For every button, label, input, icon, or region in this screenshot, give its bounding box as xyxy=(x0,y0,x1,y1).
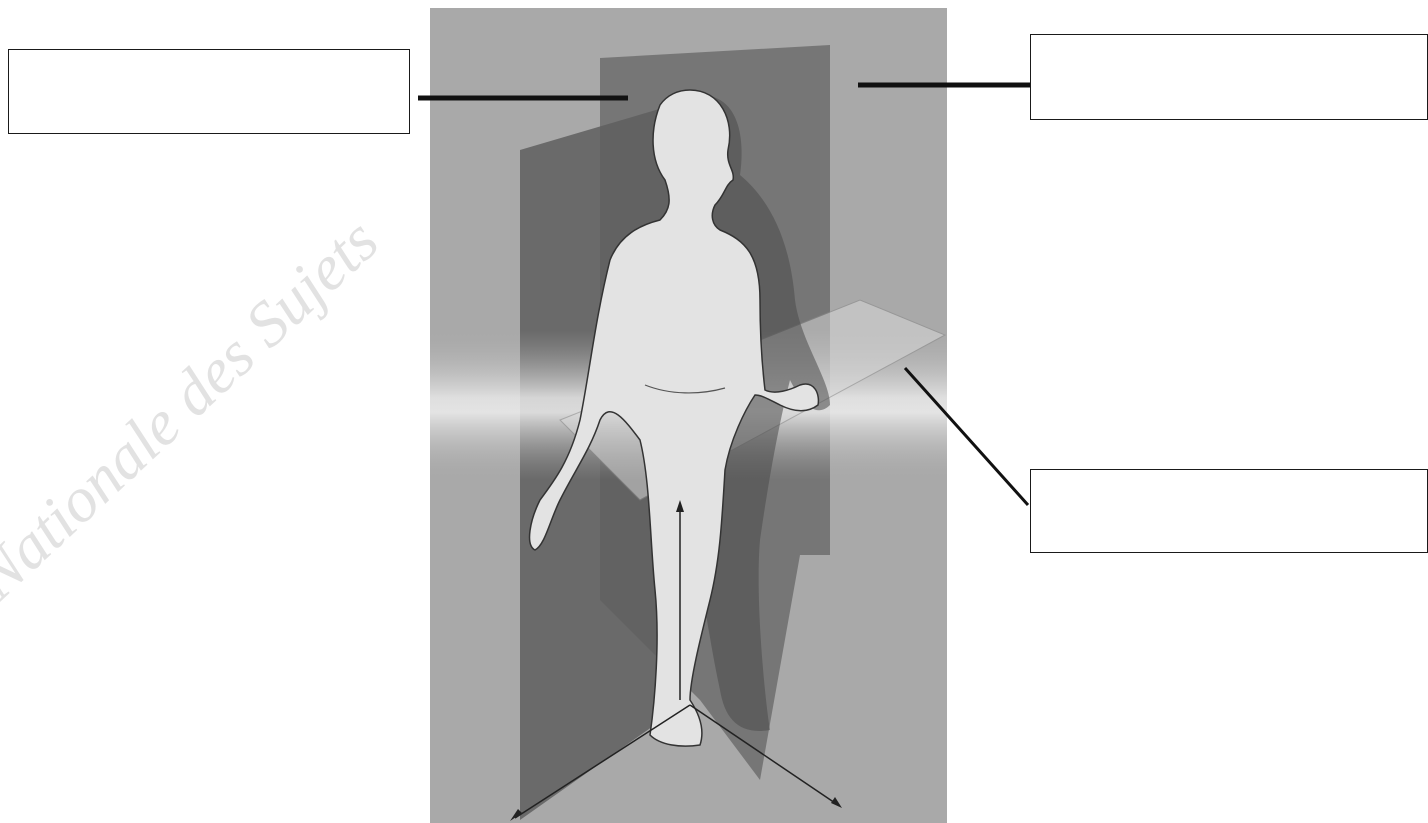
label-box-top-left[interactable] xyxy=(8,49,410,134)
label-box-top-right[interactable] xyxy=(1030,34,1428,120)
label-box-bottom-right[interactable] xyxy=(1030,469,1428,553)
